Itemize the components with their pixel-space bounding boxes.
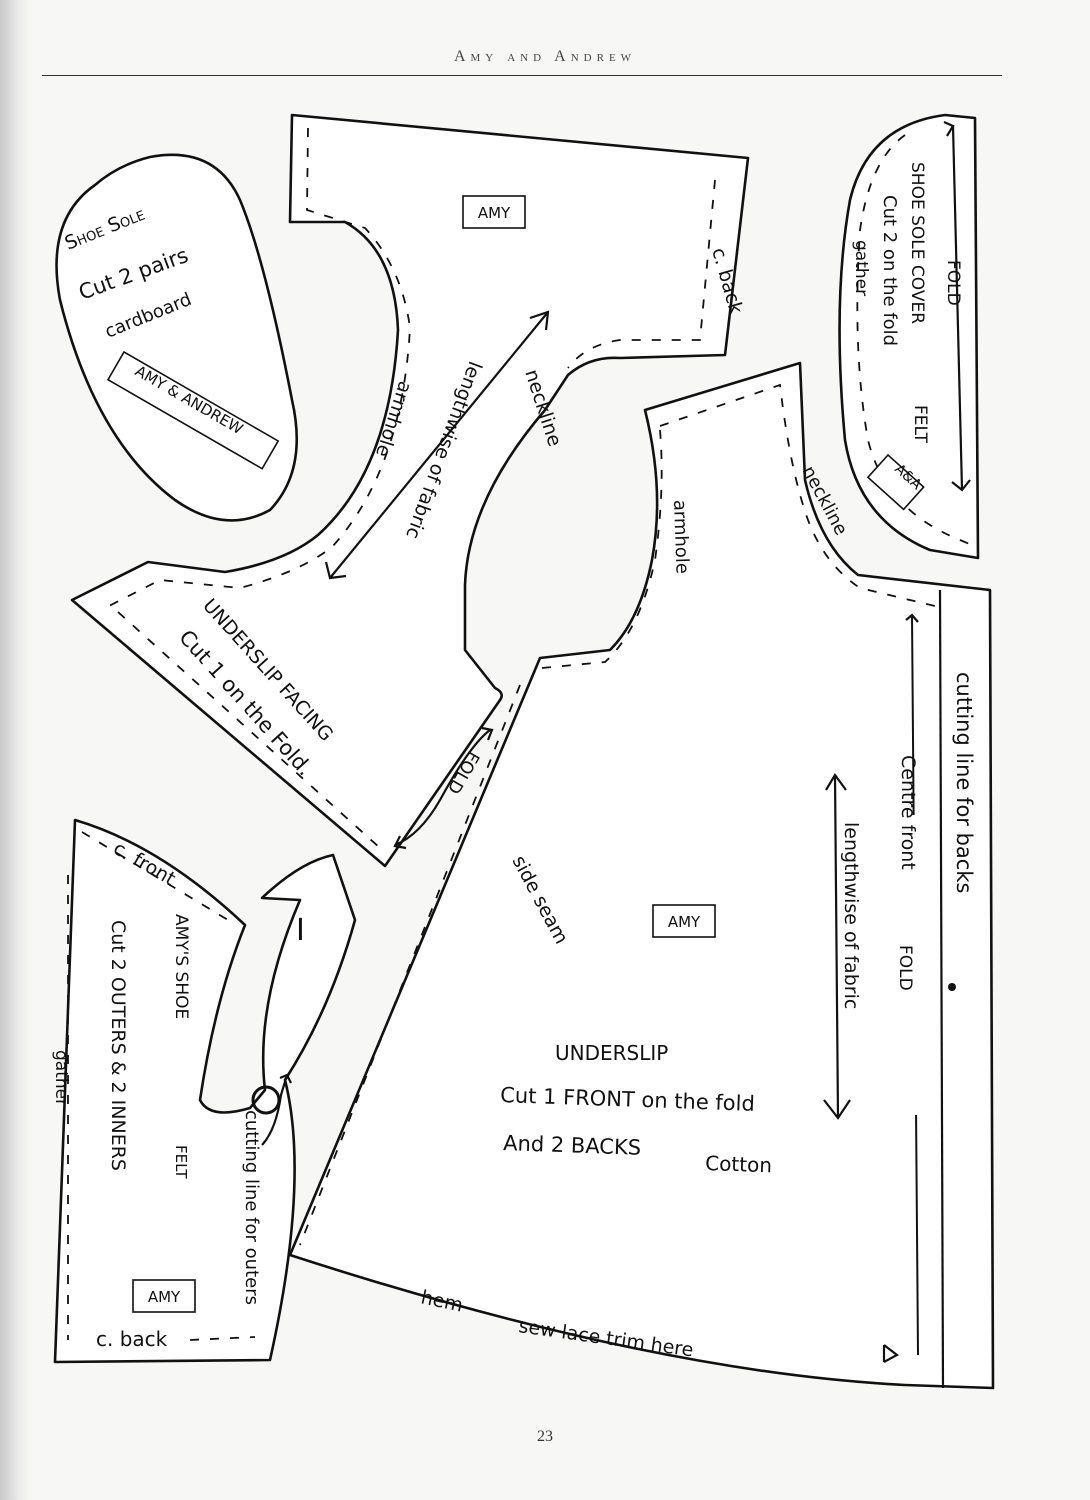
underslip-title: UNDERSLIP (555, 1041, 668, 1065)
lengthwise-label-front: lengthwise of fabric (840, 822, 862, 1009)
sole-cover-title: Shoe Sole Cover (907, 162, 927, 324)
shoe-sole-cover-piece: FOLD Shoe Sole Cover FELT Cut 2 on the f… (838, 113, 980, 560)
amy-shoe-label: AMY (148, 1288, 181, 1306)
centre-front-label: Centre front (897, 755, 919, 870)
header-rule (42, 75, 1002, 76)
cutting-line-outers-label: cutting line for outers (241, 1110, 262, 1305)
amy-back-label: AMY (478, 204, 511, 222)
placement-dot (948, 983, 956, 991)
sole-cover-cut: Cut 2 on the fold (879, 195, 900, 346)
centre-front-fold-label: FOLD (895, 945, 915, 991)
running-head: Amy and Andrew (453, 48, 637, 65)
grainline-arrow-back (329, 311, 549, 579)
sole-cover-fold: FOLD (943, 260, 963, 306)
amy-underslip-label-box (652, 904, 716, 938)
armhole-label-front: armhole (669, 499, 693, 574)
a-and-a-label-box (866, 453, 925, 511)
underslip-material: Cotton (705, 1151, 773, 1177)
grainline-arrow-front (833, 774, 840, 1119)
fold-arrow-line (951, 125, 964, 491)
shoe-sole-piece: Shoe Sole Cut 2 pairs cardboard AMY & AN… (55, 153, 298, 522)
centre-front-fold-line (911, 614, 919, 1356)
underslip-cut-backs: And 2 BACKS (503, 1131, 642, 1160)
page-number: 23 (537, 1428, 553, 1445)
facing-fold-arrow (394, 729, 491, 847)
piece-number-i: I (296, 913, 305, 948)
amys-shoe-piece: c. front I Amy's Shoe FELT Cut 2 OUTERS … (51, 818, 357, 1364)
outers-arrow (261, 1074, 289, 1146)
amys-shoe-felt: FELT (172, 1145, 190, 1179)
c-back-shoe-label: c. back (96, 1327, 168, 1351)
page-gutter-shadow (0, 0, 30, 1500)
notch-circle (251, 1085, 281, 1115)
underslip-piece: neckline armhole side seam AMY UNDERSLIP… (288, 361, 995, 1390)
amy-back-label-box (462, 195, 526, 229)
cutting-line-backs (938, 589, 945, 1389)
sole-cover-felt: FELT (910, 405, 930, 444)
amy-shoe-label-box (132, 1279, 196, 1313)
amys-shoe-cut: Cut 2 OUTERS & 2 INNERS (107, 920, 129, 1171)
amys-shoe-gather: gather (51, 1050, 71, 1106)
amy-underslip-label: AMY (668, 913, 701, 931)
cutting-line-backs-label: cutting line for backs (952, 672, 976, 893)
amy-andrew-label-box (106, 350, 280, 470)
amys-shoe-title: Amy's Shoe (171, 914, 191, 1019)
sole-cover-gather: gather (851, 240, 871, 296)
